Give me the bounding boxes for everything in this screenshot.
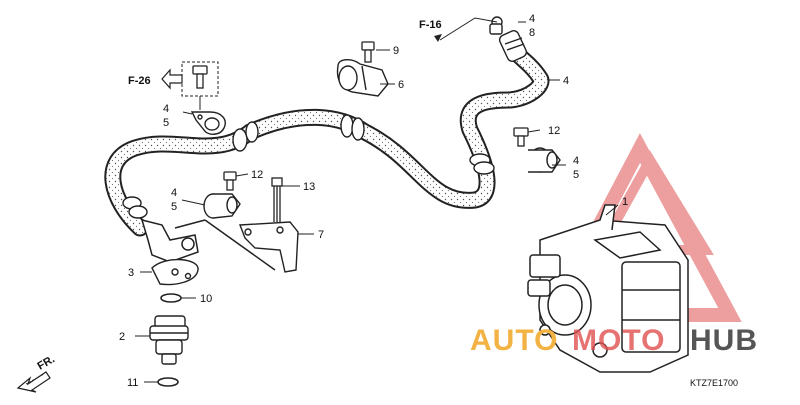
part-label-2: 2: [119, 331, 125, 343]
part-label-6: 6: [398, 79, 404, 91]
f26-arrow: [161, 68, 183, 90]
part-label-11: 11: [127, 377, 138, 389]
hose-top-connector: [489, 16, 528, 62]
watermark-part-hub: HUB: [690, 324, 758, 357]
f16-leader: [439, 17, 498, 41]
part-label-4-right: 4: [573, 155, 579, 167]
bolt-12-right: [513, 127, 529, 147]
hose-bands: [122, 114, 495, 219]
part-label-10: 10: [200, 293, 212, 305]
part-label-5-right: 5: [573, 169, 579, 181]
part-label-13: 13: [303, 181, 315, 193]
part-label-3: 3: [128, 267, 134, 279]
ref-f16: F-16: [419, 19, 442, 31]
part-label-9: 9: [393, 45, 399, 57]
fuel-injector: [149, 315, 189, 365]
hose-elbow-connector: [140, 218, 276, 271]
watermark-text: AUTO MOTO HUB: [470, 324, 758, 357]
part-label-4-top: 4: [529, 13, 535, 25]
throttle-body: [527, 204, 689, 373]
part-label-7: 7: [318, 229, 324, 241]
clamp-right: [528, 147, 561, 173]
clamp-mid: [203, 193, 241, 219]
diagram-code: KTZ7E1700: [690, 378, 738, 388]
part-label-1: 1: [622, 196, 628, 208]
clamp-left: [190, 111, 226, 135]
fuel-hose: [104, 41, 550, 237]
ref-f26: F-26: [128, 75, 151, 87]
o-ring-11: [157, 377, 179, 387]
hose-grommet: [336, 59, 389, 97]
part-label-12-right: 12: [548, 125, 560, 137]
front-direction-arrow: [16, 371, 51, 393]
bolt-9: [361, 41, 375, 63]
part-label-8: 8: [529, 27, 535, 39]
part-label-5-mid: 5: [171, 201, 177, 213]
ref-front: FR.: [36, 353, 57, 372]
f16-arrowhead: [434, 34, 442, 42]
part-label-4-hose: 4: [563, 75, 569, 87]
watermark-part-auto: AUTO: [470, 324, 558, 357]
part-label-5-left: 5: [163, 117, 169, 129]
mounting-bracket: [239, 221, 299, 273]
watermark-part-moto: MOTO: [572, 324, 665, 357]
part-label-12-mid: 12: [251, 169, 263, 181]
injector-cap-plate: [151, 258, 199, 286]
leader-lines: [135, 21, 619, 383]
bolt-left: [192, 65, 208, 89]
bolt-12-mid: [223, 171, 237, 191]
part-label-4-left: 4: [163, 103, 169, 115]
bolt-13: [271, 177, 283, 222]
o-ring-10: [160, 293, 182, 303]
part-label-4-mid: 4: [171, 187, 177, 199]
